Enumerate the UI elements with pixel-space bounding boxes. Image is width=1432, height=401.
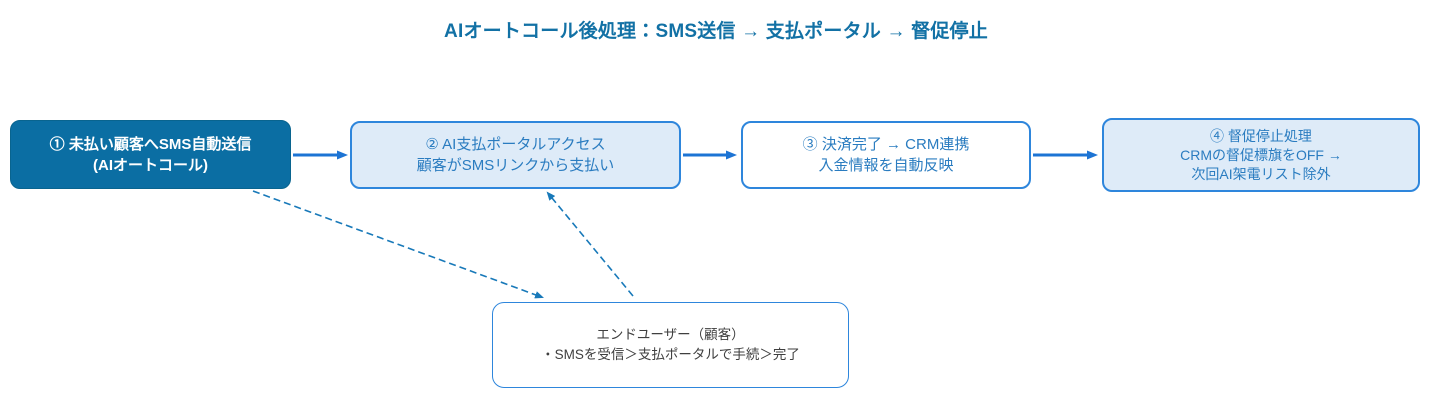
flow-step-1-sms-autosend: ① 未払い顧客へSMS自動送信 (AIオートコール) bbox=[10, 120, 291, 189]
step3-line-2: 入金情報を自動反映 bbox=[818, 157, 954, 174]
step1-line-2: (AIオートコール) bbox=[93, 156, 208, 174]
step1-line-1: ① 未払い顧客へSMS自動送信 bbox=[49, 135, 252, 153]
diagram-title: AIオートコール後処理：SMS送信 → 支払ポータル → 督促停止 bbox=[444, 21, 988, 42]
flow-step-2-payment-portal-access: ② AI支払ポータルアクセス 顧客がSMSリンクから支払い bbox=[350, 121, 681, 189]
dashed-arrow-enduser-to-step2 bbox=[546, 191, 634, 297]
enduser-line-2: ・SMSを受信＞支払ポータルで手続＞完了 bbox=[541, 347, 800, 362]
dashed-arrow-step1-to-enduser bbox=[252, 190, 544, 299]
flow-step-3-payment-complete-crm: ③ 決済完了 → CRM連携 入金情報を自動反映 bbox=[741, 121, 1031, 189]
enduser-line-1: エンドユーザー（顧客） bbox=[596, 327, 745, 342]
step4-line-2: CRMの督促標旗をOFF → bbox=[1180, 146, 1342, 163]
step4-line-3: 次回AI架電リスト除外 bbox=[1191, 165, 1331, 182]
step2-line-2: 顧客がSMSリンクから支払い bbox=[416, 157, 615, 174]
enduser-note-box: エンドユーザー（顧客） ・SMSを受信＞支払ポータルで手続＞完了 bbox=[492, 302, 849, 388]
flow-step-4-dunning-stop: ④ 督促停止処理 CRMの督促標旗をOFF → 次回AI架電リスト除外 bbox=[1102, 118, 1420, 192]
step2-line-1: ② AI支払ポータルアクセス bbox=[425, 136, 606, 153]
step3-line-1: ③ 決済完了 → CRM連携 bbox=[802, 136, 970, 153]
step4-line-1: ④ 督促停止処理 bbox=[1210, 127, 1312, 144]
